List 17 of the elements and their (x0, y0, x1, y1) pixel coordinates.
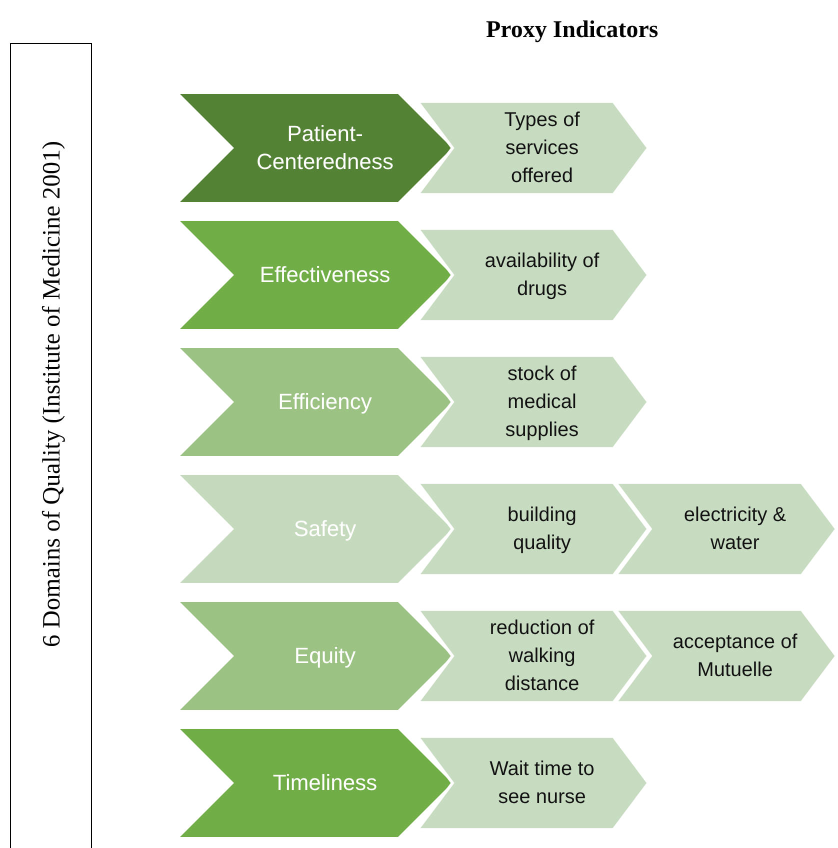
chevron-label: Wait time to see nurse (488, 757, 596, 810)
vertical-label-box (10, 43, 92, 848)
chevron-label: Types of services offered (503, 108, 581, 189)
chevron-label: Safety (294, 515, 356, 543)
chevron-label: Patient-Centeredness (256, 120, 394, 176)
chevron-label: reduction of walking distance (488, 616, 596, 697)
chevron-label: Equity (294, 642, 356, 670)
chevron-label: Timeliness (272, 769, 378, 797)
chevron-label: Effectiveness (260, 261, 390, 289)
vertical-label: 6 Domains of Quality (Institute of Medicine 2001) (37, 140, 66, 648)
chevron-label: acceptance of Mutuelle (672, 630, 798, 683)
title: Proxy Indicators (486, 16, 658, 45)
chevron-label: Efficiency (278, 388, 372, 416)
chevron-label: building quality (506, 503, 578, 556)
chevron-label: stock of medical supplies (504, 362, 580, 443)
chevron-label: electricity & water (682, 503, 788, 556)
chevron-label: availability of drugs (484, 249, 600, 302)
